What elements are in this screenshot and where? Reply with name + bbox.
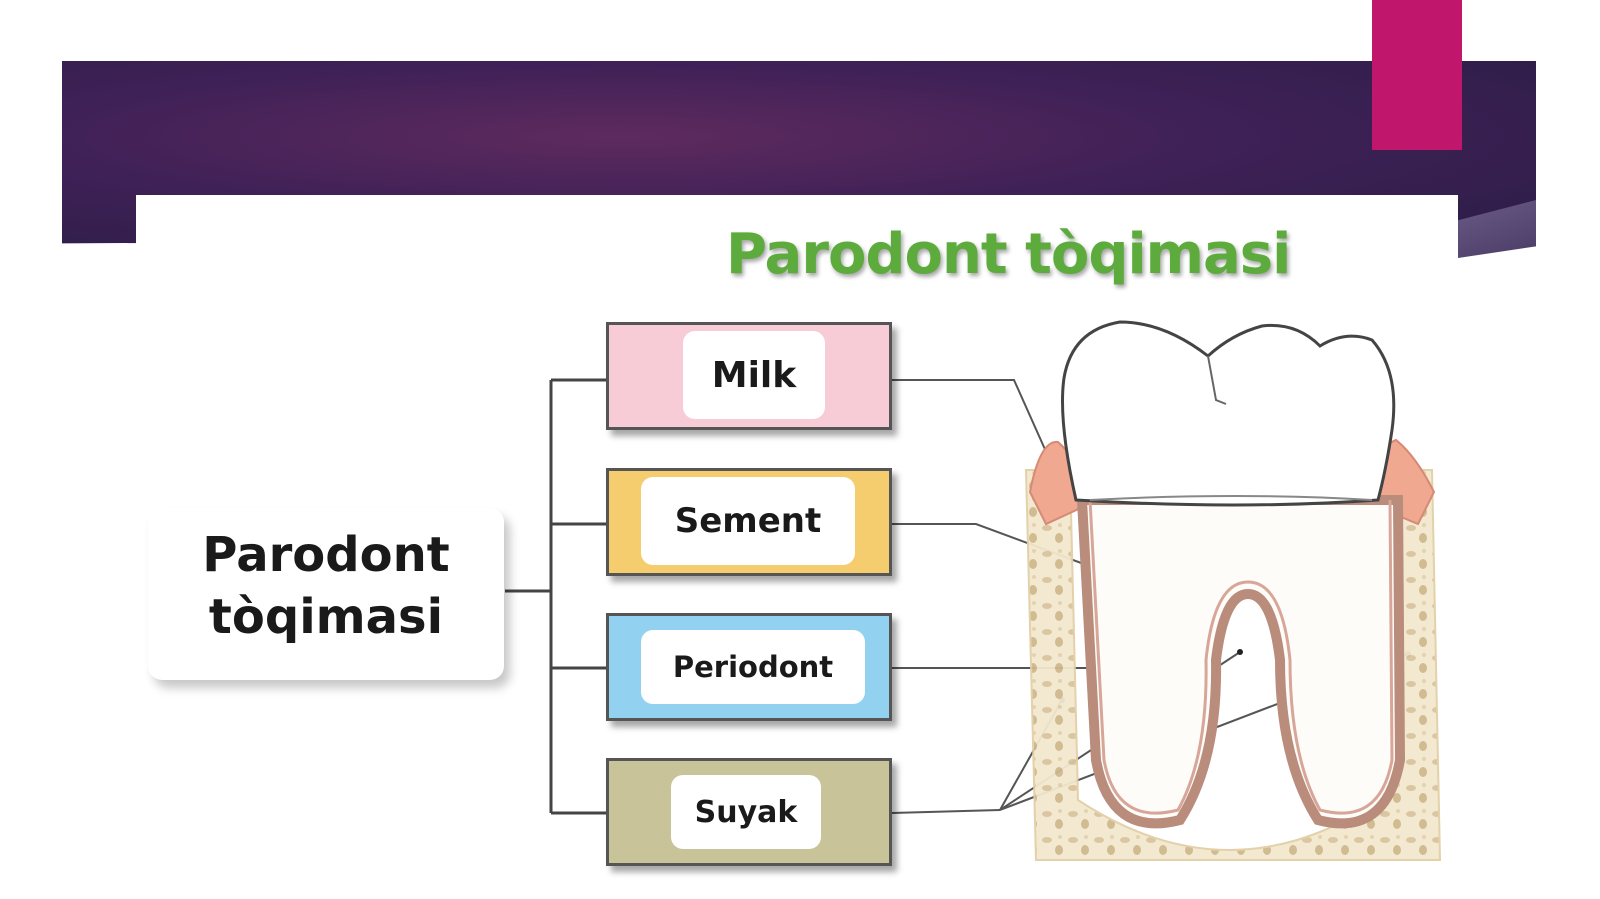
component-label-milk: Milk: [683, 331, 825, 419]
pointer-milk: [892, 379, 1057, 475]
tooth-root: [1076, 495, 1406, 829]
diagram-title: Parodont tòqimasi: [726, 222, 1291, 287]
pointer-suyak: [891, 809, 1001, 814]
component-label-periodont: Periodont: [641, 630, 865, 704]
accent-block: [1372, 0, 1462, 150]
component-box-milk: Milk: [606, 322, 892, 430]
root-box: Parodont tòqimasi: [148, 508, 504, 680]
root-label-line1: Parodont: [202, 527, 450, 583]
tooth-crown: [1061, 320, 1396, 507]
component-box-sement: Sement: [606, 468, 892, 576]
root-label: Parodont tòqimasi: [148, 524, 504, 648]
component-box-suyak: Suyak: [606, 758, 892, 866]
component-label-suyak: Suyak: [671, 775, 821, 849]
pointer-dot: [1237, 649, 1243, 655]
component-label-sement: Sement: [641, 477, 855, 565]
component-box-periodont: Periodont: [606, 613, 892, 721]
root-label-line2: tòqimasi: [208, 589, 444, 645]
